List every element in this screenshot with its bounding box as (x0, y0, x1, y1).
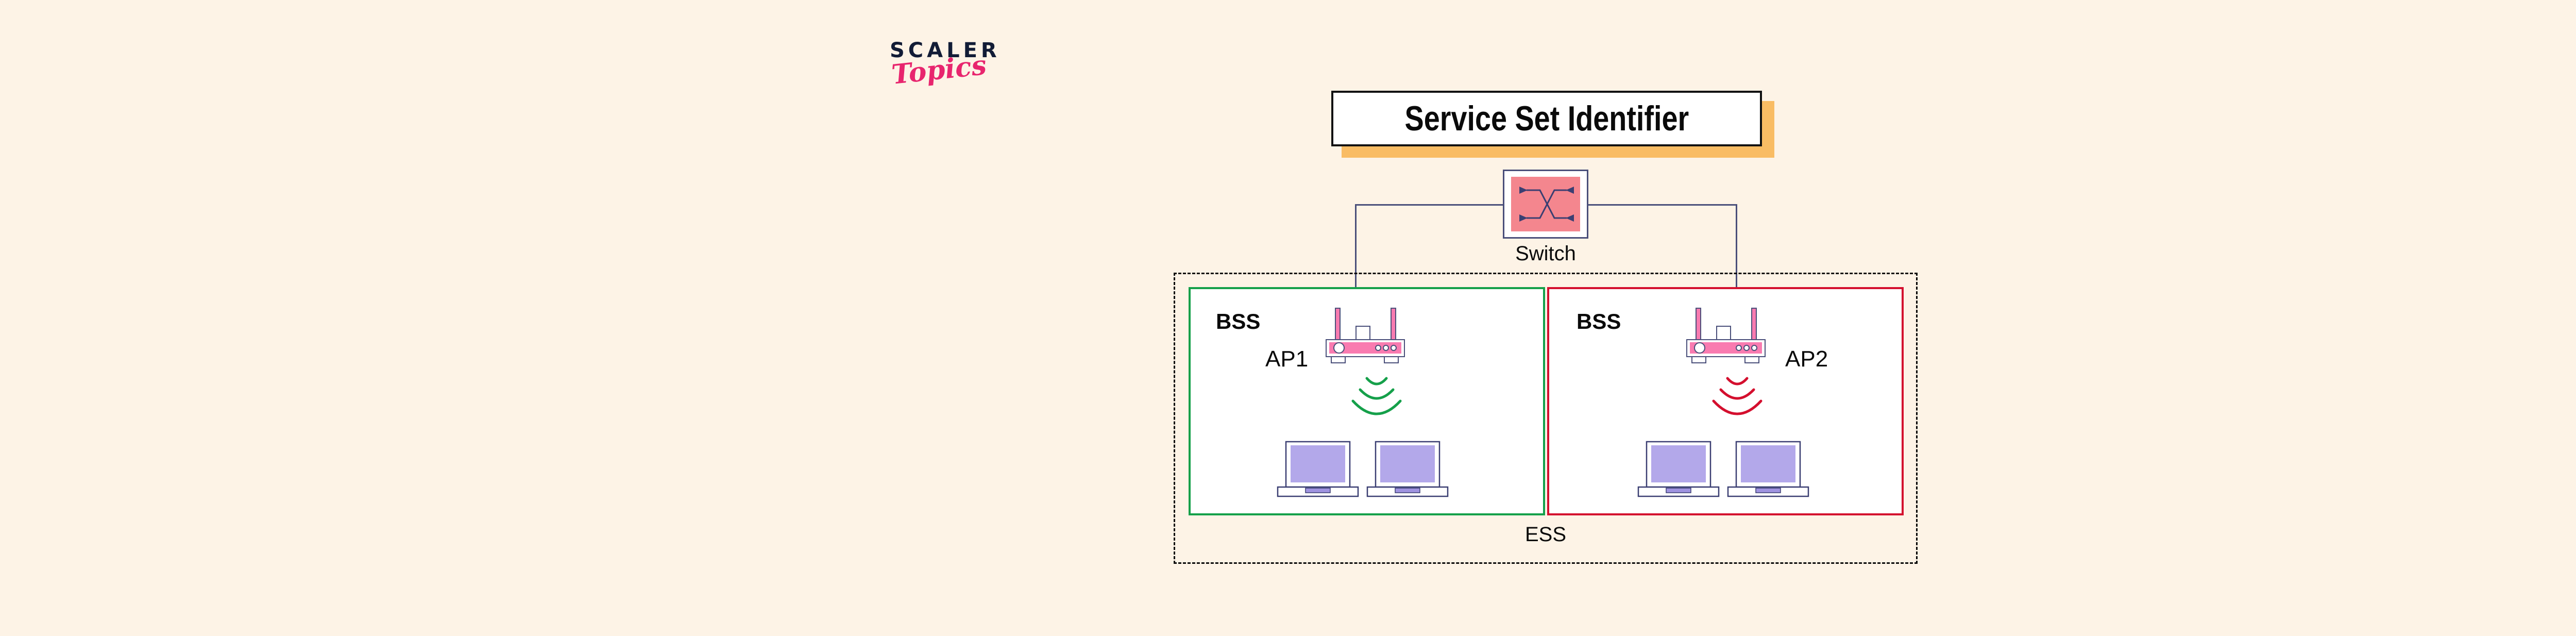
bss-label-left: BSS (1216, 309, 1261, 333)
switch-inner-fill (1511, 177, 1580, 231)
wifi-signal-icon-ap2 (1712, 377, 1762, 415)
logo-wordmark-scaler: SCALER (890, 39, 1001, 62)
bss-label-right: BSS (1577, 309, 1621, 333)
laptop-icon[interactable] (1727, 441, 1809, 498)
bss-group-left (1189, 287, 1545, 515)
ess-label: ESS (1524, 523, 1567, 546)
bss-group-right (1547, 287, 1904, 515)
access-point-label-ap1: AP1 (1265, 346, 1309, 372)
title-box: Service Set Identifier (1331, 91, 1762, 146)
scaler-topics-logo: SCALER Topics (890, 40, 1044, 102)
router-icon-ap1[interactable] (1325, 304, 1428, 371)
switch-label: Switch (1515, 242, 1576, 265)
switch-crossing-arrows-icon (1519, 187, 1574, 222)
router-icon-ap2[interactable] (1686, 304, 1789, 371)
wifi-signal-icon-ap1 (1351, 377, 1402, 415)
wire-switch-to-ap1-vertical (1355, 204, 1357, 334)
laptop-icon[interactable] (1277, 441, 1359, 498)
page-title: Service Set Identifier (1404, 99, 1689, 138)
wire-switch-to-ap2-horizontal (1587, 204, 1737, 206)
ess-boundary (1174, 273, 1918, 564)
switch-node[interactable] (1503, 170, 1588, 239)
access-point-label-ap2: AP2 (1785, 346, 1828, 372)
laptop-icon[interactable] (1366, 441, 1449, 498)
wire-switch-to-ap1-horizontal (1355, 204, 1504, 206)
wire-switch-to-ap2-vertical (1736, 204, 1737, 334)
laptop-icon[interactable] (1637, 441, 1720, 498)
